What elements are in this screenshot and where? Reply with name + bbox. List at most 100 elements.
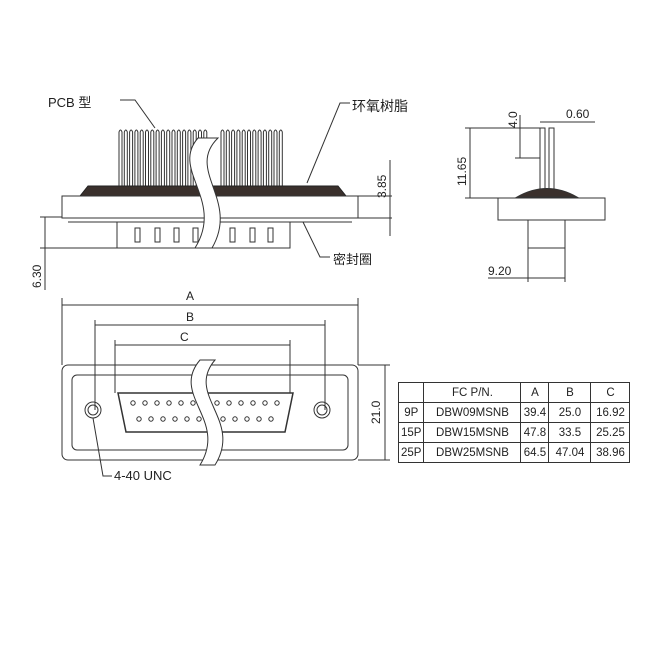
table-cell: 64.5 xyxy=(520,442,550,463)
pin xyxy=(198,129,202,186)
contact-hole xyxy=(232,416,238,422)
slot xyxy=(229,227,236,243)
contact-hole xyxy=(166,400,172,406)
contact-hole xyxy=(262,400,268,406)
pin xyxy=(145,129,149,186)
slot xyxy=(173,227,180,243)
table-cell: 47.04 xyxy=(548,442,592,463)
pin xyxy=(247,129,251,186)
pcb-type-label: PCB 型 xyxy=(48,95,92,110)
pin xyxy=(150,129,155,186)
pin xyxy=(220,129,225,186)
dim-c: C xyxy=(180,330,189,344)
pin xyxy=(139,129,144,186)
slot xyxy=(154,227,161,243)
slot xyxy=(192,227,199,243)
epoxy-label: 环氧树脂 xyxy=(352,98,408,114)
table-cell: 25.0 xyxy=(548,402,592,423)
slot xyxy=(249,227,256,243)
header-cell xyxy=(397,382,425,403)
pin xyxy=(252,129,257,186)
break-mark xyxy=(189,137,221,249)
dim-0-60: 0.60 xyxy=(566,107,590,121)
contact-hole xyxy=(250,400,256,406)
table-cell: 25P xyxy=(397,442,425,463)
pin xyxy=(123,129,128,186)
contact-hole xyxy=(226,400,232,406)
table-cell: DBW09MSNB xyxy=(423,402,522,423)
pin xyxy=(278,129,283,186)
contact-hole xyxy=(130,400,136,406)
dim-a: A xyxy=(186,289,195,303)
contact-hole xyxy=(184,416,190,422)
contact-hole xyxy=(274,400,280,406)
pin xyxy=(231,129,236,186)
thread-label: 4-40 UNC xyxy=(114,468,172,483)
table-cell: DBW15MSNB xyxy=(423,422,522,443)
pin xyxy=(155,129,160,186)
pin xyxy=(182,129,187,186)
dim-11-65: 11.65 xyxy=(455,156,469,186)
pin xyxy=(160,129,165,186)
contact-hole xyxy=(154,400,160,406)
pin xyxy=(134,129,139,186)
contact-hole xyxy=(136,416,142,422)
dim-b: B xyxy=(186,310,195,324)
contact-hole xyxy=(172,416,178,422)
pin xyxy=(129,129,134,186)
pin xyxy=(257,129,262,186)
contact-hole xyxy=(214,400,220,406)
contact-holes xyxy=(130,400,280,422)
table-header-row: FC P/N. A B C xyxy=(397,382,631,403)
slot xyxy=(267,227,274,243)
pin xyxy=(241,129,246,186)
front-view xyxy=(40,99,392,290)
contact-hole xyxy=(256,416,262,422)
pin xyxy=(118,129,123,186)
table-cell: 47.8 xyxy=(520,422,550,443)
pin xyxy=(166,129,171,186)
pin xyxy=(203,129,208,186)
pin xyxy=(268,129,273,186)
pin xyxy=(236,129,241,186)
pin xyxy=(225,129,230,186)
table-cell: 25.25 xyxy=(590,422,631,443)
table-cell: 9P xyxy=(397,402,425,423)
seal-label: 密封圈 xyxy=(333,252,373,267)
contact-hole xyxy=(196,416,202,422)
pin xyxy=(262,129,267,186)
table-cell: 16.92 xyxy=(590,402,631,423)
dim-9-20: 9.20 xyxy=(488,264,512,278)
side-view xyxy=(465,115,606,282)
bottom-view xyxy=(61,298,390,477)
pin xyxy=(176,129,181,186)
pcb-pins xyxy=(118,129,283,186)
contact-hole xyxy=(148,416,154,422)
dim-4-0: 4.0 xyxy=(506,111,520,128)
slot xyxy=(134,227,141,243)
pin xyxy=(273,129,278,186)
contact-hole xyxy=(142,400,148,406)
dim-6-30: 6.30 xyxy=(30,264,44,288)
table-cell: 33.5 xyxy=(548,422,592,443)
contact-hole xyxy=(220,416,226,422)
table-cell: 38.96 xyxy=(590,442,631,463)
contact-slots xyxy=(134,227,274,243)
header-cell: C xyxy=(590,382,631,403)
header-cell: FC P/N. xyxy=(423,382,522,403)
contact-hole xyxy=(190,400,196,406)
dim-3-85: 3.85 xyxy=(375,174,389,198)
dim-21-0: 21.0 xyxy=(369,400,383,424)
contact-hole xyxy=(160,416,166,422)
header-cell: B xyxy=(548,382,592,403)
contact-hole xyxy=(244,416,250,422)
table-cell: 15P xyxy=(397,422,425,443)
contact-hole xyxy=(238,400,244,406)
contact-hole xyxy=(268,416,274,422)
pin xyxy=(192,129,197,186)
contact-hole xyxy=(178,400,184,406)
